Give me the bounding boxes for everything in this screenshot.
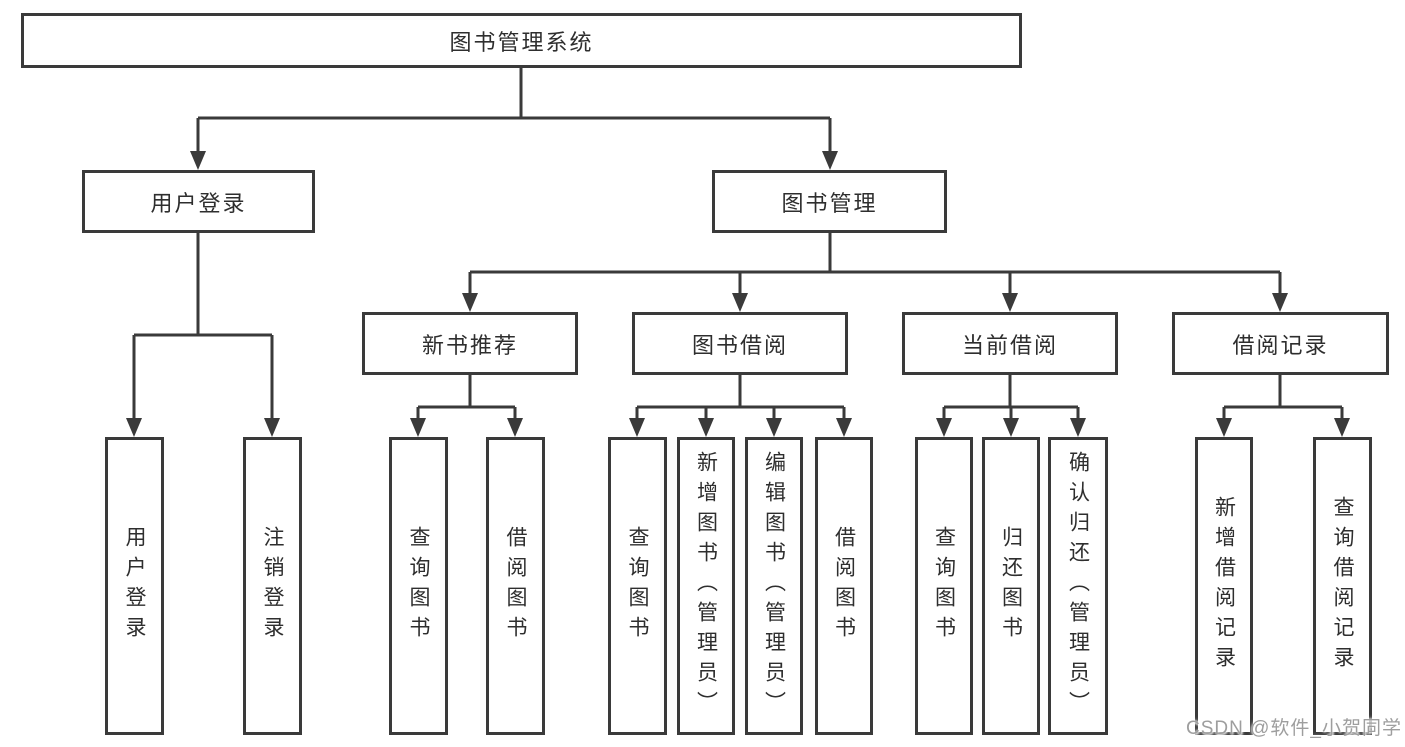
- leaf-query-book-1: 查询图书: [389, 437, 448, 735]
- node-new-book-recommend-label: 新书推荐: [421, 332, 518, 358]
- node-root: 图书管理系统: [21, 13, 1022, 68]
- leaf-label: 注销登录: [261, 526, 284, 646]
- leaf-label: 新增图书（管理员）: [694, 451, 718, 721]
- watermark-text: CSDN @软件_小贺同学: [1186, 718, 1402, 739]
- leaf-label: 借阅图书: [832, 526, 856, 646]
- leaf-logout: 注销登录: [243, 437, 302, 735]
- leaf-label: 借阅图书: [504, 526, 527, 646]
- leaf-label: 查询借阅记录: [1331, 496, 1354, 676]
- leaf-label: 查询图书: [626, 526, 649, 646]
- leaf-label: 查询图书: [407, 526, 430, 646]
- leaf-borrow-book-1: 借阅图书: [486, 437, 545, 735]
- leaf-label: 用户登录: [123, 526, 146, 646]
- leaf-label: 确认归还（管理员）: [1066, 451, 1090, 721]
- node-current-borrow-label: 当前借阅: [961, 332, 1058, 358]
- node-book-borrow: 图书借阅: [632, 312, 848, 375]
- leaf-label: 新增借阅记录: [1212, 496, 1236, 676]
- leaf-add-borrow-record: 新增借阅记录: [1195, 437, 1253, 735]
- node-current-borrow: 当前借阅: [902, 312, 1118, 375]
- node-book-management-label: 图书管理: [781, 190, 878, 216]
- node-user-login-label: 用户登录: [150, 190, 247, 216]
- node-book-borrow-label: 图书借阅: [691, 332, 788, 358]
- node-borrow-records: 借阅记录: [1172, 312, 1389, 375]
- leaf-label: 编辑图书（管理员）: [762, 451, 786, 721]
- node-new-book-recommend: 新书推荐: [362, 312, 578, 375]
- leaf-query-book-2: 查询图书: [608, 437, 667, 735]
- leaf-query-borrow-record: 查询借阅记录: [1313, 437, 1372, 735]
- leaf-add-book-admin: 新增图书（管理员）: [677, 437, 735, 735]
- node-user-login: 用户登录: [82, 170, 315, 233]
- leaf-label: 查询图书: [932, 526, 956, 646]
- leaf-confirm-return-admin: 确认归还（管理员）: [1048, 437, 1108, 735]
- node-root-label: 图书管理系统: [449, 29, 594, 55]
- node-book-management: 图书管理: [712, 170, 947, 233]
- leaf-user-login: 用户登录: [105, 437, 164, 735]
- leaf-borrow-book-2: 借阅图书: [815, 437, 873, 735]
- leaf-label: 归还图书: [999, 526, 1023, 646]
- leaf-return-book: 归还图书: [982, 437, 1040, 735]
- leaf-edit-book-admin: 编辑图书（管理员）: [745, 437, 803, 735]
- leaf-query-book-3: 查询图书: [915, 437, 973, 735]
- node-borrow-records-label: 借阅记录: [1232, 332, 1329, 358]
